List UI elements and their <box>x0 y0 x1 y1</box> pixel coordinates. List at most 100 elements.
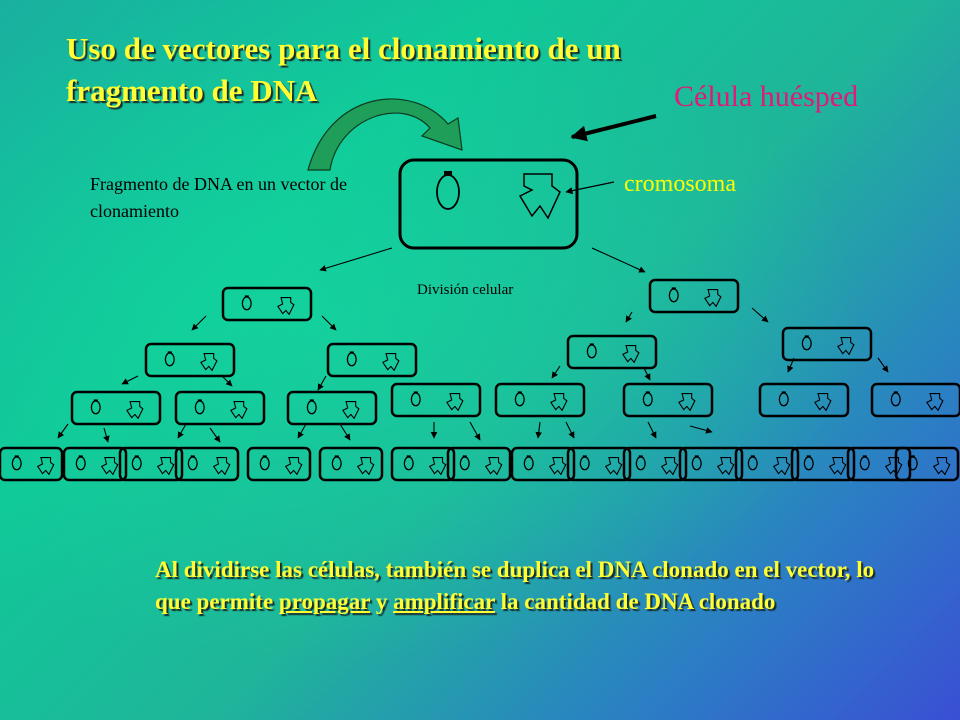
plasmid-insert <box>262 455 267 458</box>
daughter-cell <box>390 446 456 482</box>
chromosome <box>814 393 832 412</box>
caption-part3: la cantidad de DNA clonado <box>494 589 776 614</box>
chromosome <box>277 297 295 316</box>
plasmid-insert <box>197 399 202 402</box>
chromosome <box>212 457 231 476</box>
division-arrow <box>591 247 646 273</box>
plasmid-insert <box>413 391 418 394</box>
daughter-cell <box>318 446 384 482</box>
plasmid-vector <box>259 456 270 471</box>
division-arrow <box>535 421 543 439</box>
chromosome <box>200 353 218 372</box>
chromosome <box>446 393 464 412</box>
division-arrow <box>177 423 187 439</box>
chromosome <box>622 345 640 364</box>
plasmid-vector <box>803 456 814 471</box>
plasmid-vector <box>523 456 534 471</box>
plasmid-insert <box>806 455 811 458</box>
division-arrow <box>787 357 795 373</box>
plasmid-vector <box>403 456 414 471</box>
daughter-cell <box>221 286 313 322</box>
caption: Al dividirse las células, también se dup… <box>155 554 895 618</box>
daughter-cell <box>510 446 576 482</box>
plasmid-vector <box>778 392 789 407</box>
caption-part2: y <box>370 589 394 614</box>
plasmid-vector <box>890 392 901 407</box>
daughter-cell <box>790 446 856 482</box>
daughter-cell <box>566 446 632 482</box>
division-arrow <box>221 375 233 387</box>
fragment-label: Fragmento de DNA en un vector de clonami… <box>90 174 347 221</box>
plasmid-insert <box>444 171 452 176</box>
chromosome <box>926 393 944 412</box>
chromosome <box>828 457 847 476</box>
daughter-cell <box>734 446 800 482</box>
plasmid-insert <box>134 455 139 458</box>
plasmid-insert <box>589 343 594 346</box>
chromosome <box>604 457 623 476</box>
daughter-cell <box>144 342 236 378</box>
plasmid-insert <box>517 391 522 394</box>
plasmid-vector <box>11 456 22 471</box>
caption-part1: Al dividirse las células, también se dup… <box>155 557 875 614</box>
plasmid-insert <box>638 455 643 458</box>
chromosome <box>518 173 561 220</box>
plasmid-vector <box>346 352 357 367</box>
chromosome <box>36 457 55 476</box>
chromosome <box>704 289 722 308</box>
daughter-cell <box>622 382 714 418</box>
chromosome <box>342 401 360 420</box>
plasmid-vector <box>241 296 252 311</box>
chromosome <box>230 401 248 420</box>
plasmid-insert <box>893 391 898 394</box>
plasmid-insert <box>244 295 249 298</box>
daughter-cell <box>326 342 418 378</box>
division-arrow <box>191 315 207 331</box>
chromosome <box>126 401 144 420</box>
plasmid-insert <box>781 391 786 394</box>
daughter-cell <box>286 390 378 426</box>
plasmid-vector <box>747 456 758 471</box>
daughter-cell <box>174 446 240 482</box>
plasmid-vector <box>194 400 205 415</box>
plasmid-vector <box>187 456 198 471</box>
chromosome <box>660 457 679 476</box>
division-arrow <box>321 315 337 331</box>
cell-division-label: División celular <box>417 282 514 298</box>
plasmid-vector <box>586 344 597 359</box>
division-arrow <box>551 365 561 379</box>
chromosome <box>156 457 175 476</box>
daughter-cell <box>758 382 850 418</box>
chromosome <box>382 353 400 372</box>
plasmid-insert <box>93 399 98 402</box>
plasmid-insert <box>309 399 314 402</box>
division-arrow <box>339 423 351 441</box>
plasmid-vector <box>306 400 317 415</box>
daughter-cell <box>622 446 688 482</box>
daughter-cell <box>246 446 312 482</box>
plasmid-insert <box>804 335 809 338</box>
division-arrow <box>317 375 327 391</box>
daughter-cell <box>390 382 482 418</box>
division-arrow <box>647 421 657 439</box>
division-arrow <box>103 427 110 443</box>
plasmid-vector <box>459 456 470 471</box>
plasmid-vector <box>859 456 870 471</box>
plasmid-vector <box>579 456 590 471</box>
chromosome <box>716 457 735 476</box>
plasmid-insert <box>862 455 867 458</box>
division-arrow <box>689 425 713 434</box>
plasmid-insert <box>14 455 19 458</box>
chromosome <box>284 457 303 476</box>
division-arrow <box>319 247 393 272</box>
plasmid-insert <box>167 351 172 354</box>
chromosome <box>428 457 447 476</box>
plasmid-insert <box>78 455 83 458</box>
chromosome <box>837 337 855 356</box>
plasmid-insert <box>526 455 531 458</box>
daughter-cell <box>174 390 266 426</box>
daughter-cell <box>0 446 64 482</box>
plasmid-vector <box>801 336 812 351</box>
plasmid-vector <box>514 392 525 407</box>
